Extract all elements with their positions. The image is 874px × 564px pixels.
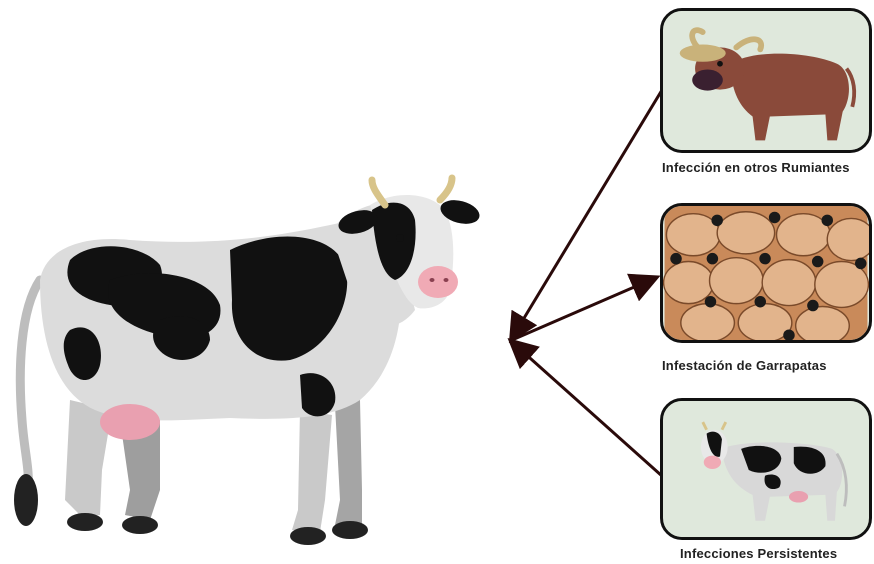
arrow-from-persistent xyxy=(512,342,662,476)
tick-cluster-icon xyxy=(663,206,869,340)
panel-persistent xyxy=(660,398,872,540)
buffalo-icon xyxy=(663,11,869,150)
caption-persistent: Infecciones Persistentes xyxy=(680,546,837,561)
panel-ticks xyxy=(660,203,872,343)
arrow-from-ruminants xyxy=(512,90,662,338)
caption-ruminants: Infección en otros Rumiantes xyxy=(662,160,850,175)
panel-ruminants xyxy=(660,8,872,153)
arrow-to-ticks xyxy=(512,278,655,340)
cow-icon xyxy=(663,401,869,537)
caption-ticks: Infestación de Garrapatas xyxy=(662,358,827,373)
